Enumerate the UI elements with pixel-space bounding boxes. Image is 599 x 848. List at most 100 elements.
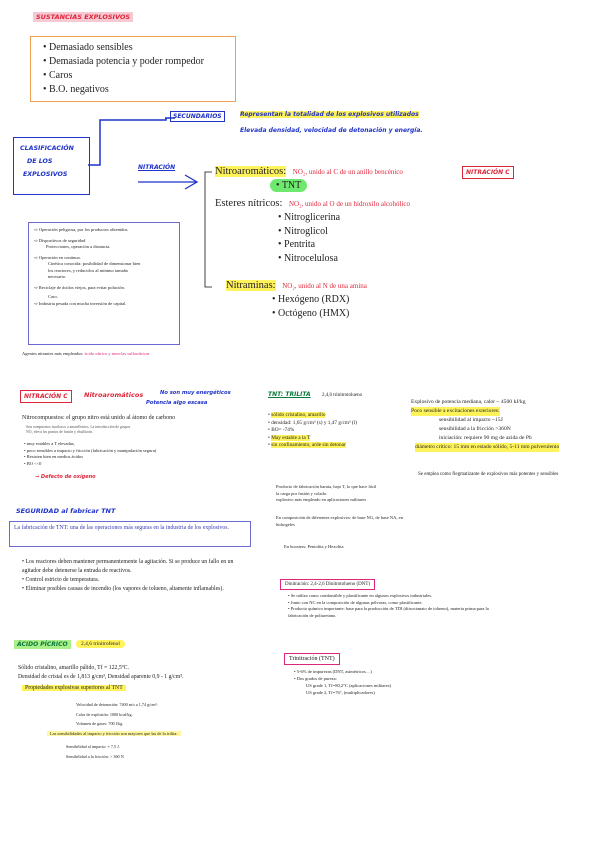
group-bracket xyxy=(204,171,212,288)
picrico-title: ÁCIDO PÍCRICO xyxy=(14,640,71,649)
operation-box: Operación peligrosa, por los productos o… xyxy=(28,222,180,345)
esteres-label: Esteres nítricos: xyxy=(215,198,283,209)
list-item: Se utiliza como combustible y plastifica… xyxy=(288,593,493,600)
operation-subitem: Protecciones, operación a distancia. xyxy=(46,244,111,249)
dnt-title: Dinitración: 2,4-2,6 Dinitrotolueno (DNT… xyxy=(280,579,376,590)
agents-prefix: Agentes nitrantes más empleados: xyxy=(22,351,84,356)
operation-item: Industria pesada con mucha inversión de … xyxy=(34,301,175,308)
secundarios-note-2: Elevada densidad, velocidad de detonació… xyxy=(240,127,423,134)
picrico-subtitle: 2,4,6 trinitrofenol xyxy=(76,640,125,648)
nitraminas-list: Hexógeno (RDX) Octógeno (HMX) xyxy=(272,293,349,320)
seguridad-intro: La fabricación de TNT: una de las operac… xyxy=(14,525,229,531)
tnt-bullets: sólido cristalino, amarillo densidad: 1,… xyxy=(268,412,357,450)
list-item: Hexógeno (RDX) xyxy=(272,293,349,307)
list-item: Producto químico importante: base para l… xyxy=(288,606,493,619)
nitraminas-label: Nitraminas: xyxy=(226,280,276,291)
tnt-title: TNT: TRILITA xyxy=(268,391,311,398)
tnt-pill: • TNT xyxy=(270,179,308,192)
seguridad-title: SEGURIDAD al fabricar TNT xyxy=(16,507,116,515)
list-item: Eliminar posibles causas de incendio (lo… xyxy=(22,585,248,594)
classification-box: CLASIFICACIÓN DE LOS EXPLOSIVOS xyxy=(13,137,90,195)
tnt-iniciacion: iniciación: requiere 90 mg de azida de P… xyxy=(439,435,532,441)
nitroaromaticos-desc: NO₂, unido al C de un anillo bencénico xyxy=(292,168,403,176)
trinitracion-grade: US grade 2, Tf=76°, (multiplicadores) xyxy=(306,689,375,695)
trinitracion-grade: US grade 1, Tf=80,2°C (aplicaciones mili… xyxy=(306,683,392,688)
picrico-sens: Sensibilidad a la fricción: > 360 N xyxy=(66,754,124,759)
trinitracion-bullets: 5-6% de impurezas (DNT, asimétricos…) Do… xyxy=(294,669,372,682)
list-item: poco sensibles a impacto y fricción (fab… xyxy=(24,448,157,455)
list-item: densidad: 1,65 g/cm³ (s) y 1,47 g/cm³ (l… xyxy=(268,420,357,428)
list-item: Nitrocelulosa xyxy=(278,252,340,266)
list-item: Caros xyxy=(43,69,235,83)
list-item: 5-6% de impurezas (DNT, asimétricos…) xyxy=(294,669,372,676)
sustancias-title: SUSTANCIAS EXPLOSIVOS xyxy=(33,12,134,22)
classification-title-line: CLASIFICACIÓN xyxy=(20,145,74,152)
tnt-fab-line: Producto de fabricación barata, bajo T, … xyxy=(276,484,377,489)
operation-item: Reciclaje de ácidos viejos, para evitar … xyxy=(34,285,175,292)
list-item: sólido cristalino, amarillo xyxy=(268,412,357,420)
arrow-head xyxy=(184,174,199,190)
list-item: muy estables a T elevadas, xyxy=(24,441,156,448)
picrico-sens: Sensibilidad al impacto: ≈ 7,5 J. xyxy=(66,744,120,749)
list-item: Dos grados de pureza: xyxy=(294,676,372,683)
operation-subitem: Caro. xyxy=(48,294,58,299)
tnt-diametro: diámetro crítico: 15 mm en estado sólido… xyxy=(415,443,560,452)
picrico-sens-title: Las sensibilidades al impacto y fricción… xyxy=(47,731,181,736)
nitrocompuestos-small: NO₂ eleva los puntos de fusión y ebullic… xyxy=(26,430,94,434)
list-item: Octógeno (HMX) xyxy=(272,307,349,321)
seguridad-bullets: Los reactores deben mantener permanentem… xyxy=(22,558,248,594)
trinitracion-title: Trinitración (TNT) xyxy=(284,653,340,665)
nitracion-label: NITRACIÓN xyxy=(138,164,176,171)
nitroaromaticos-title: Nitroaromáticos xyxy=(84,391,144,399)
nitraminas-desc: NO₂, unido al N de una amina xyxy=(282,282,367,290)
list-item: Los reactores deben mantener permanentem… xyxy=(22,558,248,576)
agents-value: ácido nítrico y mezclas sulfonítricas xyxy=(84,351,150,356)
tnt-fab-line: la carga por fusión y colada. xyxy=(276,490,327,496)
picrico-line: Sólido cristalino, amarillo pálido, Tf =… xyxy=(18,665,129,671)
nitrocompuestos-bullets: muy estables a T elevadas, poco sensible… xyxy=(24,441,157,468)
dnt-bullets: Se utiliza como combustible y plastifica… xyxy=(288,593,493,619)
sustancias-list: Demasiado sensibles Demasiada potencia y… xyxy=(43,41,235,97)
tnt-impacto: sensibilidad al impacto ~15J xyxy=(439,417,503,423)
list-item: Pentrita xyxy=(278,238,340,252)
list-item: Junto con NC en la composición de alguna… xyxy=(288,600,493,607)
list-item: Demasiado sensibles xyxy=(43,41,235,55)
secundarios-note-1: Representan la totalidad de los explosiv… xyxy=(240,111,419,118)
classification-title-line: EXPLOSIVOS xyxy=(23,171,68,178)
tnt-flegmatizante: Se emplea como flegmatizante de explosiv… xyxy=(418,472,559,477)
sustancias-box: Demasiado sensibles Demasiada potencia y… xyxy=(30,36,236,102)
picrico-line: Densidad de cristal es de 1,813 g/cm³, D… xyxy=(18,673,184,680)
operation-item: Operación peligrosa, por los productos o… xyxy=(34,227,175,234)
nitroaromaticos-label: Nitroaromáticos: xyxy=(215,166,287,177)
nitroaromaticos-note-2: Potencia algo escasa xyxy=(146,400,208,406)
picrico-prop: Calor de explosión: 1000 kcal/kg. xyxy=(76,711,133,717)
classification-title-line: DE LOS xyxy=(27,158,53,165)
nitrocompuestos-intro: Nitrocompuestos: el grupo nitro está uni… xyxy=(22,415,176,421)
list-item: May estable a la T xyxy=(268,434,357,443)
esteres-desc: NO₂, unido al O de un hidroxilo alcohóli… xyxy=(288,200,411,208)
tnt-fab-line: explosivo más empleado en aplicaciones m… xyxy=(276,497,367,502)
tnt-sensible: Poco sensible a excitaciones exteriores: xyxy=(411,407,500,416)
bracket-line xyxy=(88,118,167,166)
tnt-friccion: sensibilidad a la fricción >360N xyxy=(439,426,511,432)
operation-item: Dispositivos de seguridad xyxy=(34,238,175,245)
nitrocompuestos-small: Son compuestos incoloros o amarillentos.… xyxy=(26,425,131,429)
nitracion-c-badge: NITRACIÓN C xyxy=(462,166,514,179)
tnt-comp-line: hidrogeles xyxy=(276,521,295,527)
operation-item: Operación en continuo. xyxy=(34,255,175,262)
list-item: Control estricto de temperatura. xyxy=(22,576,248,585)
secundarios-label: SECUNDARIOS xyxy=(170,111,225,122)
picrico-prop: Velocidad de detonación: 7400 m/s a 1,74… xyxy=(76,702,158,707)
list-item: BO= -74% xyxy=(268,427,357,435)
list-item: BO <<0 xyxy=(24,461,156,468)
list-item: Demasiada potencia y poder rompedor xyxy=(43,55,235,69)
list-item: Nitroglicol xyxy=(278,225,340,239)
tnt-potencia: Explosivo de potencia mediana, calor ~ 4… xyxy=(411,399,526,405)
list-item: Nitroglicerina xyxy=(278,211,340,225)
operation-subitem: Cinética conocida: posibilidad de dimens… xyxy=(48,261,141,279)
picrico-props-title: Propiedades explosivas superiores al TNT xyxy=(22,685,126,691)
list-item: sin confinamiento, arde sin detonar xyxy=(268,442,357,450)
tnt-subtitle: 2,4,6 trinitrotolueno xyxy=(322,393,363,398)
nitracion-c-section-badge: NITRACIÓN C xyxy=(20,390,72,403)
